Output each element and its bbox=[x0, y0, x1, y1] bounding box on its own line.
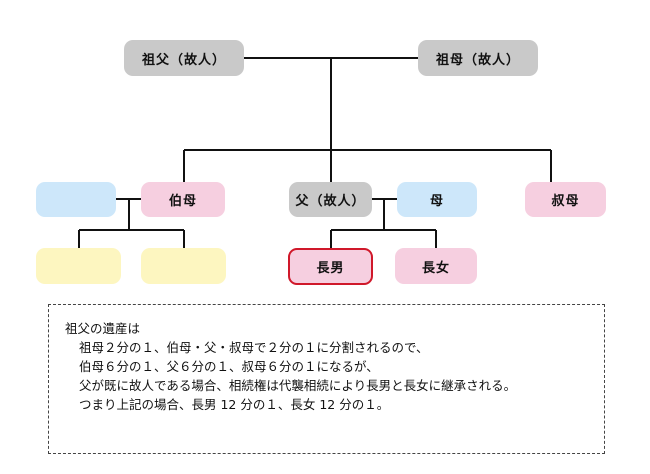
note-line-2: 伯母６分の１、父６分の１、叔母６分の１になるが、 bbox=[79, 359, 379, 374]
node-aunt-label: 伯母 bbox=[168, 194, 197, 209]
node-grandfather-label: 祖父（故人） bbox=[141, 52, 226, 68]
inheritance-note: 祖父の遺産は 祖母２分の１、伯母・父・叔母で２分の１に分割されるので、 伯母６分… bbox=[48, 304, 605, 454]
node-mother: 母 bbox=[397, 182, 477, 217]
node-eldest-son: 長男 bbox=[288, 248, 373, 285]
node-eldest-daughter-label: 長女 bbox=[421, 260, 450, 276]
node-aunt-child-2 bbox=[141, 248, 226, 284]
node-grandmother: 祖母（故人） bbox=[418, 40, 538, 76]
node-eldest-daughter: 長女 bbox=[395, 248, 477, 284]
node-aunt: 伯母 bbox=[141, 182, 225, 217]
node-uncle-wife: 叔母 bbox=[525, 182, 606, 217]
node-grandmother-label: 祖母（故人） bbox=[435, 52, 520, 68]
node-eldest-son-label: 長男 bbox=[316, 261, 345, 276]
node-grandfather: 祖父（故人） bbox=[124, 40, 244, 76]
node-aunt-child-1 bbox=[36, 248, 121, 284]
node-uncle-wife-label: 叔母 bbox=[551, 194, 580, 209]
note-heading: 祖父の遺産は bbox=[65, 321, 141, 336]
note-line-1: 祖母２分の１、伯母・父・叔母で２分の１に分割されるので、 bbox=[79, 340, 429, 355]
node-father-label: 父（故人） bbox=[295, 194, 366, 209]
note-line-4: つまり上記の場合、長男 12 分の１、長女 12 分の１。 bbox=[79, 397, 390, 412]
node-father: 父（故人） bbox=[289, 182, 372, 217]
node-mother-label: 母 bbox=[429, 194, 444, 209]
family-tree-connectors bbox=[78, 57, 552, 248]
note-line-3: 父が既に故人である場合、相続権は代襲相続により長男と長女に継承される。 bbox=[79, 378, 517, 393]
node-aunt-spouse bbox=[36, 182, 116, 217]
